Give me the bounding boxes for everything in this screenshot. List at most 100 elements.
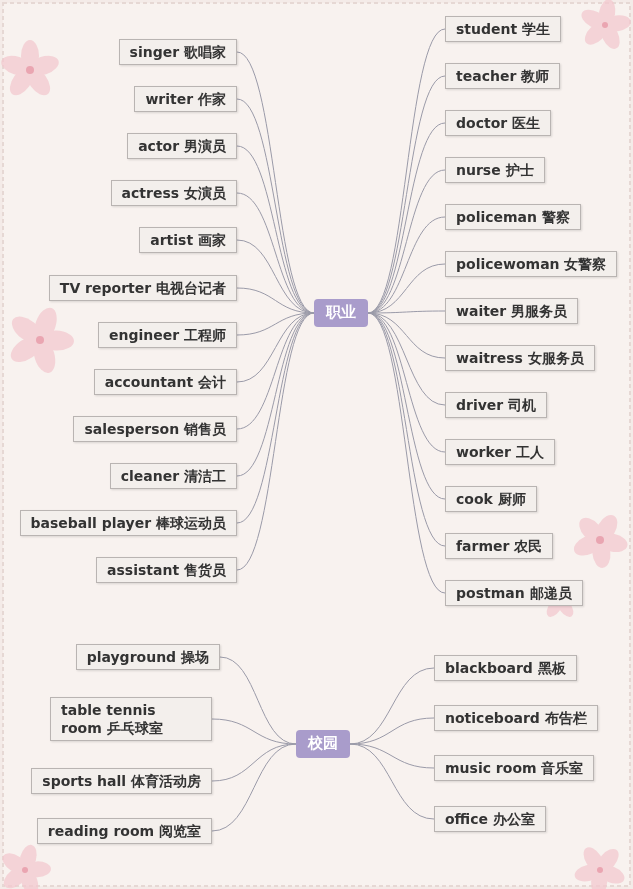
vocab-box: baseball player 棒球运动员: [20, 510, 237, 536]
vocab-box: actor 男演员: [127, 133, 237, 159]
branch-line: [237, 240, 314, 313]
vocab-box: policeman 警察: [445, 204, 581, 230]
vocab-box: postman 邮递员: [445, 580, 583, 606]
branch-line: [368, 217, 445, 313]
branch-line: [368, 313, 445, 405]
branch-line: [368, 264, 445, 313]
node-label: postman 邮递员: [456, 585, 572, 601]
node-label: salesperson 销售员: [84, 421, 226, 437]
node-label: student 学生: [456, 21, 550, 37]
blossom-center: [22, 22, 608, 873]
node-label: farmer 农民: [456, 538, 542, 554]
node-label: waitress 女服务员: [456, 350, 584, 366]
node-label: noticeboard 布告栏: [445, 710, 587, 726]
node-label: blackboard 黑板: [445, 660, 566, 676]
vocab-box: cleaner 清洁工: [110, 463, 237, 489]
branch-line: [368, 313, 445, 593]
vocab-box: accountant 会计: [94, 369, 237, 395]
branch-line: [237, 313, 314, 429]
vocab-box: nurse 护士: [445, 157, 545, 183]
branch-line: [237, 99, 314, 313]
branch-line: [237, 313, 314, 570]
vocab-box: cook 厨师: [445, 486, 537, 512]
branch-line: [237, 146, 314, 313]
branch-line: [368, 76, 445, 313]
branch-line: [237, 52, 314, 313]
vocab-box: salesperson 销售员: [73, 416, 237, 442]
vocab-box: playground 操场: [76, 644, 220, 670]
vocab-box: engineer 工程师: [98, 322, 237, 348]
branch-line: [212, 744, 296, 781]
branch-line: [350, 744, 434, 768]
node-label: writer 作家: [145, 91, 226, 107]
branch-line: [368, 313, 445, 499]
vocab-box: artist 画家: [139, 227, 237, 253]
branch-line: [368, 170, 445, 313]
vocab-box: singer 歌唱家: [119, 39, 237, 65]
node-label: actress 女演员: [122, 185, 226, 201]
node-label: waiter 男服务员: [456, 303, 567, 319]
node-label: playground 操场: [87, 649, 209, 665]
node-label: worker 工人: [456, 444, 544, 460]
branch-line: [237, 313, 314, 335]
vocab-box: blackboard 黑板: [434, 655, 577, 681]
vocab-box: waitress 女服务员: [445, 345, 595, 371]
node-label: nurse 护士: [456, 162, 534, 178]
node-label: teacher 教师: [456, 68, 549, 84]
branch-line: [368, 313, 445, 546]
topic-hub: 职业: [314, 299, 368, 327]
vocab-box: reading room 阅览室: [37, 818, 212, 844]
branch-line: [212, 744, 296, 831]
node-label: accountant 会计: [105, 374, 226, 390]
node-label: assistant 售货员: [107, 562, 226, 578]
vocab-box: writer 作家: [134, 86, 237, 112]
branch-line: [220, 657, 296, 744]
vocab-box: sports hall 体育活动房: [31, 768, 212, 794]
vocab-box: student 学生: [445, 16, 561, 42]
node-label: table tennis room 乒乓球室: [61, 702, 163, 736]
node-label: singer 歌唱家: [130, 44, 226, 60]
node-label: doctor 医生: [456, 115, 540, 131]
vocab-box: teacher 教师: [445, 63, 560, 89]
branch-line: [212, 719, 296, 744]
node-label: 职业: [326, 303, 356, 321]
node-label: engineer 工程师: [109, 327, 226, 343]
branch-line: [237, 313, 314, 476]
node-label: baseball player 棒球运动员: [31, 515, 226, 531]
node-label: artist 画家: [150, 232, 226, 248]
node-label: actor 男演员: [138, 138, 226, 154]
branch-line: [237, 313, 314, 523]
branch-line: [368, 311, 445, 313]
branch-line: [350, 668, 434, 744]
vocab-box: worker 工人: [445, 439, 555, 465]
node-label: TV reporter 电视台记者: [60, 280, 226, 296]
branch-line: [350, 744, 434, 819]
vocab-box: office 办公室: [434, 806, 546, 832]
branch-line: [350, 718, 434, 744]
branch-line: [368, 29, 445, 313]
vocab-box: table tennis room 乒乓球室: [50, 697, 212, 741]
node-label: cleaner 清洁工: [121, 468, 226, 484]
node-label: policeman 警察: [456, 209, 570, 225]
node-label: 校园: [308, 734, 338, 752]
node-label: sports hall 体育活动房: [42, 773, 201, 789]
paper-frame: [3, 3, 630, 886]
node-label: driver 司机: [456, 397, 536, 413]
vocab-box: music room 音乐室: [434, 755, 594, 781]
node-label: music room 音乐室: [445, 760, 583, 776]
node-label: policewoman 女警察: [456, 256, 606, 272]
branch-line: [237, 193, 314, 313]
node-label: reading room 阅览室: [48, 823, 201, 839]
vocab-box: waiter 男服务员: [445, 298, 578, 324]
vocab-box: actress 女演员: [111, 180, 237, 206]
vocab-box: farmer 农民: [445, 533, 553, 559]
branch-line: [237, 288, 314, 313]
node-label: cook 厨师: [456, 491, 526, 507]
vocab-box: TV reporter 电视台记者: [49, 275, 237, 301]
branch-line: [368, 123, 445, 313]
vocab-box: noticeboard 布告栏: [434, 705, 598, 731]
vocab-box: policewoman 女警察: [445, 251, 617, 277]
vocab-box: assistant 售货员: [96, 557, 237, 583]
